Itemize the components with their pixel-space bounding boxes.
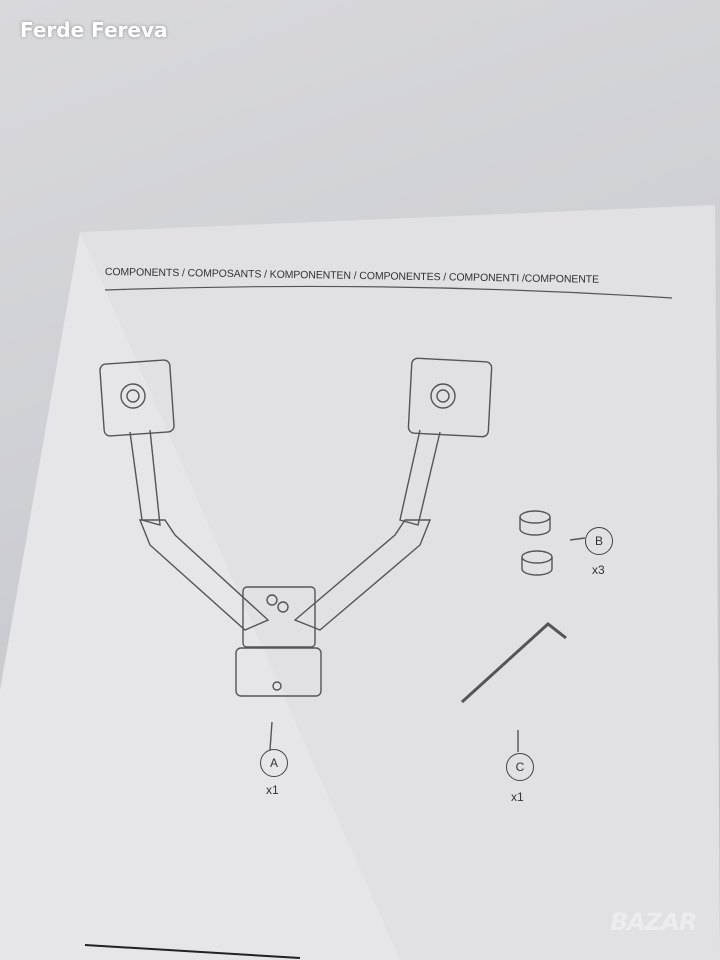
part-a-qty: x1 — [266, 783, 279, 797]
dual-monitor-arm-illustration — [99, 357, 586, 752]
part-c-qty: x1 — [511, 790, 524, 804]
part-a-label: A — [260, 749, 288, 777]
bazar-logo: BAZAR — [610, 908, 697, 936]
part-b-label: B — [585, 527, 613, 555]
part-b-qty: x3 — [592, 563, 605, 577]
watermark-text: Ferde Fereva — [20, 18, 168, 42]
part-c-label: C — [506, 753, 534, 781]
